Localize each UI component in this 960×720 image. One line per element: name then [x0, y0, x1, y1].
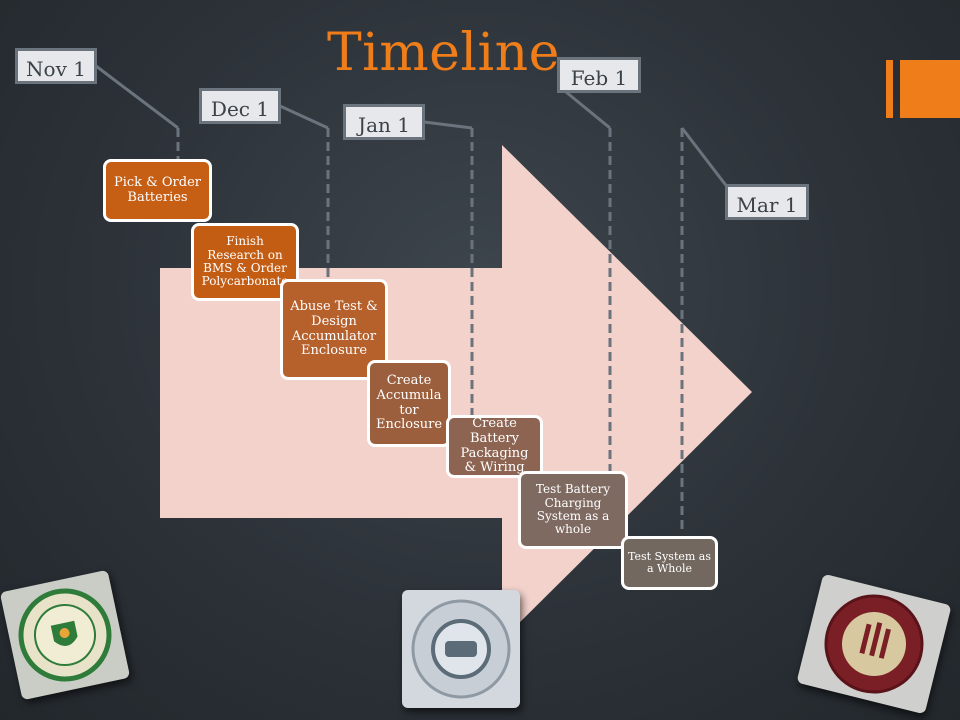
date-label-nov: Nov 1	[15, 48, 97, 84]
fsu-seal-icon	[796, 573, 952, 715]
task-box-5: Create Battery Packaging & Wiring	[446, 415, 543, 478]
task-label-7: Test System as a Whole	[628, 549, 712, 575]
task-label-6: Test Battery Charging System as a whole	[535, 482, 611, 537]
date-label-dec: Dec 1	[199, 88, 281, 124]
task-box-1: Pick & Order Batteries	[103, 159, 212, 222]
date-label-jan: Jan 1	[343, 104, 425, 140]
famu-seal-icon	[0, 569, 131, 701]
date-label-mar: Mar 1	[725, 184, 809, 220]
accent-block	[900, 60, 960, 118]
page-title: Timeline	[327, 23, 560, 83]
college-of-engineering-seal-icon	[402, 590, 520, 708]
date-label-feb: Feb 1	[557, 57, 641, 93]
task-box-6: Test Battery Charging System as a whole	[518, 471, 628, 549]
accent-bar	[886, 60, 893, 118]
task-box-4: Create Accumula tor Enclosure	[367, 360, 451, 447]
task-label-2: Finish Research on BMS & Order Polycarbo…	[201, 234, 289, 289]
task-label-4: Create Accumula tor Enclosure	[375, 373, 443, 433]
task-label-1: Pick & Order Batteries	[113, 174, 201, 205]
task-label-3: Abuse Test & Design Accumulator Enclosur…	[290, 299, 378, 359]
task-label-5: Create Battery Packaging & Wiring	[460, 416, 529, 476]
task-box-7: Test System as a Whole	[621, 536, 718, 590]
